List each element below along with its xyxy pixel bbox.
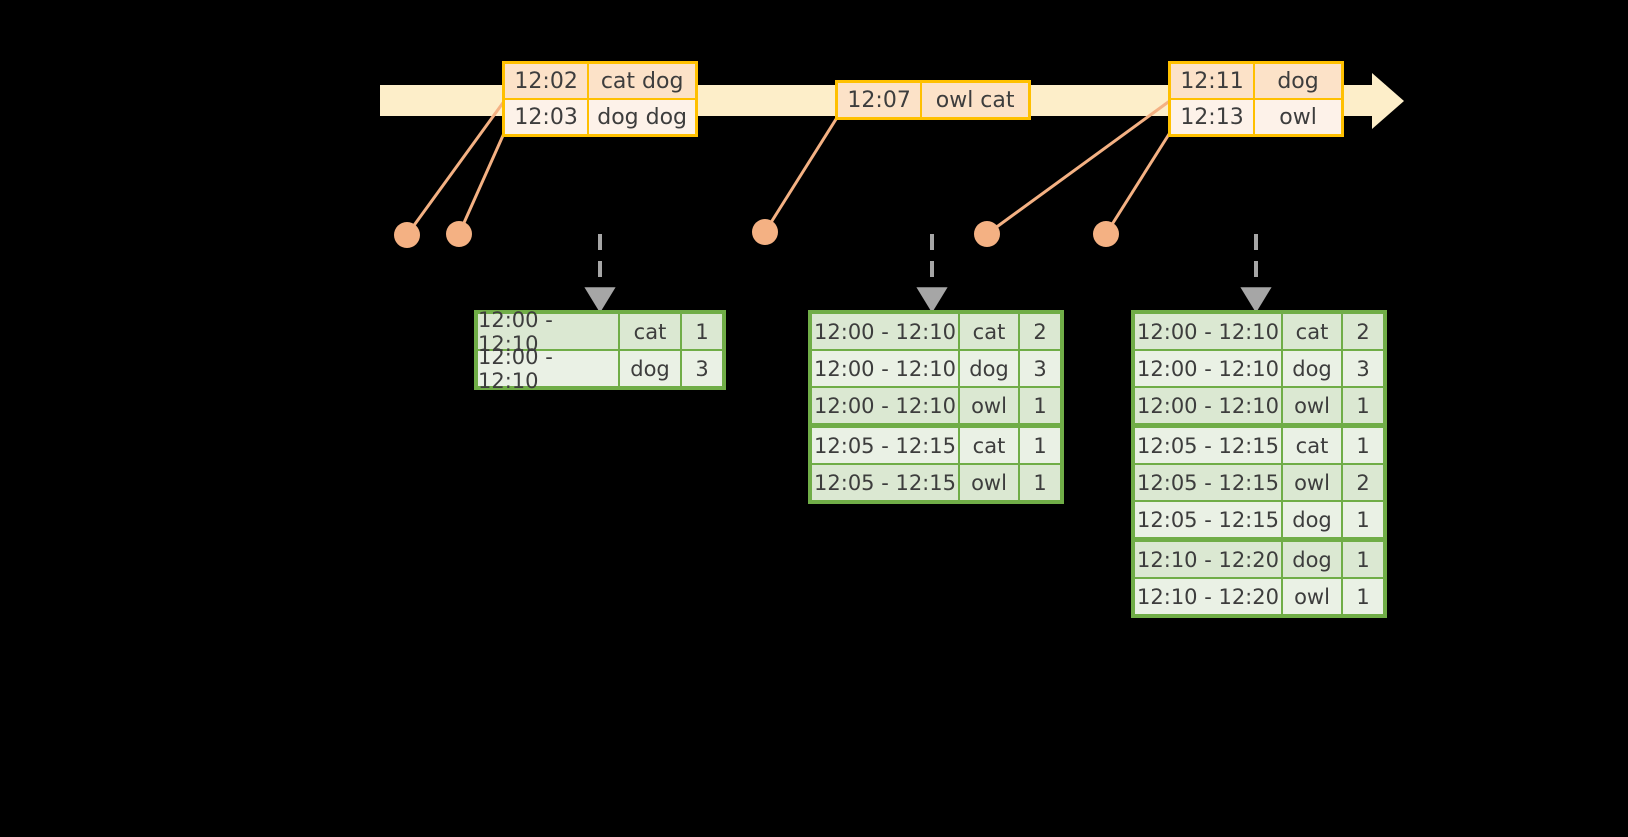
event-marker-12-11: [974, 221, 1000, 247]
event-time: 12:13: [1171, 100, 1256, 134]
key-cell: owl: [1283, 465, 1343, 500]
key-cell: cat: [1283, 314, 1343, 349]
key-cell: dog: [620, 351, 682, 386]
key-cell: owl: [1283, 388, 1343, 423]
window-cell: 12:00 - 12:10: [812, 351, 960, 386]
window-cell: 12:00 - 12:10: [1135, 388, 1283, 423]
connector-12-11: [986, 98, 1172, 236]
event-markers: [394, 219, 1119, 248]
event-group-1: 12:02 cat dog 12:03 dog dog: [502, 61, 698, 137]
event-time: 12:11: [1171, 64, 1256, 98]
window-cell: 12:10 - 12:20: [1135, 542, 1283, 577]
window-cell: 12:00 - 12:10: [812, 388, 960, 423]
event-words: owl cat: [922, 83, 1028, 117]
count-cell: 1: [1343, 428, 1383, 463]
key-cell: dog: [960, 351, 1020, 386]
event-words: owl: [1255, 100, 1341, 134]
timeline-arrowhead-icon: [1372, 73, 1404, 129]
key-cell: cat: [960, 428, 1020, 463]
count-cell: 1: [1343, 388, 1383, 423]
connector-12-02: [405, 99, 507, 236]
event-row: 12:03 dog dog: [505, 98, 695, 134]
count-cell: 1: [1343, 579, 1383, 614]
event-marker-12-03: [446, 221, 472, 247]
key-cell: owl: [1283, 579, 1343, 614]
key-cell: cat: [1283, 428, 1343, 463]
connector-12-07: [763, 115, 840, 233]
key-cell: dog: [1283, 542, 1343, 577]
key-cell: owl: [960, 465, 1020, 500]
event-words: dog dog: [589, 100, 695, 134]
event-row: 12:11 dog: [1171, 64, 1341, 98]
event-row: 12:02 cat dog: [505, 64, 695, 98]
count-cell: 1: [1343, 502, 1383, 537]
window-cell: 12:00 - 12:10: [1135, 351, 1283, 386]
connector-12-13: [1104, 130, 1173, 235]
window-cell: 12:05 - 12:15: [1135, 428, 1283, 463]
event-words: dog: [1255, 64, 1341, 98]
event-group-3: 12:11 dog 12:13 owl: [1168, 61, 1344, 137]
window-cell: 12:05 - 12:15: [1135, 502, 1283, 537]
window-cell: 12:05 - 12:15: [1135, 465, 1283, 500]
event-group-2: 12:07 owl cat: [835, 80, 1031, 120]
event-row: 12:13 owl: [1171, 98, 1341, 134]
key-cell: owl: [960, 388, 1020, 423]
event-marker-12-07: [752, 219, 778, 245]
count-cell: 3: [1343, 351, 1383, 386]
count-cell: 3: [682, 351, 722, 386]
window-cell: 12:05 - 12:15: [812, 428, 960, 463]
event-words: cat dog: [589, 64, 695, 98]
window-cell: 12:00 - 12:10: [478, 345, 620, 393]
event-time: 12:07: [838, 83, 923, 117]
count-cell: 1: [1020, 388, 1060, 423]
event-row: 12:07 owl cat: [838, 83, 1028, 117]
count-cell: 1: [682, 314, 722, 349]
connector-12-03: [457, 130, 507, 235]
count-cell: 1: [1020, 428, 1060, 463]
count-cell: 2: [1343, 314, 1383, 349]
key-cell: cat: [620, 314, 682, 349]
window-cell: 12:00 - 12:10: [1135, 314, 1283, 349]
key-cell: dog: [1283, 351, 1343, 386]
window-cell: 12:00 - 12:10: [812, 314, 960, 349]
count-cell: 3: [1020, 351, 1060, 386]
event-time: 12:02: [505, 64, 590, 98]
window-cell: 12:10 - 12:20: [1135, 579, 1283, 614]
count-cell: 2: [1020, 314, 1060, 349]
key-cell: dog: [1283, 502, 1343, 537]
event-marker-12-02: [394, 222, 420, 248]
count-cell: 2: [1343, 465, 1383, 500]
event-marker-12-13: [1093, 221, 1119, 247]
event-time: 12:03: [505, 100, 590, 134]
window-cell: 12:05 - 12:15: [812, 465, 960, 500]
key-cell: cat: [960, 314, 1020, 349]
emit-arrows: [584, 234, 1272, 313]
count-cell: 1: [1020, 465, 1060, 500]
count-cell: 1: [1343, 542, 1383, 577]
